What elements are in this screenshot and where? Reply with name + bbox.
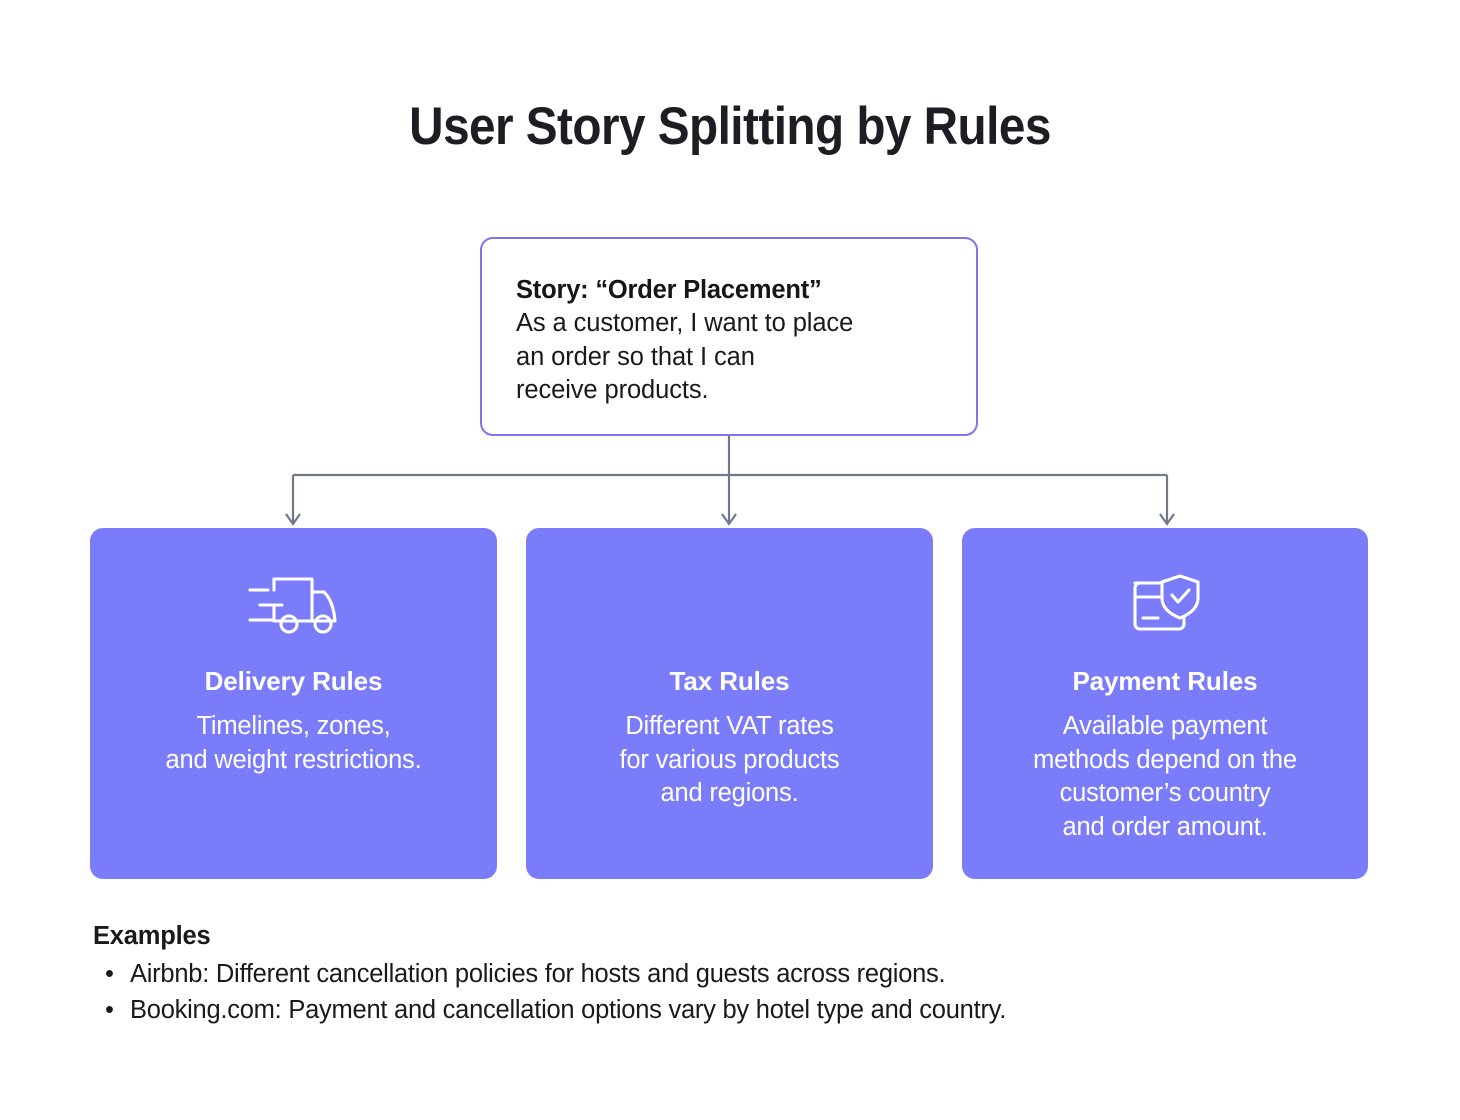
story-line-1: As a customer, I want to place [516, 309, 854, 337]
tax-card-title: Tax Rules [669, 666, 790, 696]
tax-card-desc: Different VAT rates for various products… [542, 710, 917, 811]
arrowhead-tax-icon [721, 513, 737, 526]
connector-lines [285, 436, 1175, 526]
tax-desc-line-3: and regions. [660, 779, 799, 807]
examples-label: Examples [93, 922, 211, 950]
story-line-2: an order so that I can [516, 342, 755, 371]
bullet-icon: • [105, 960, 114, 988]
rule-card-tax[interactable]: Tax Rules Different VAT rates for variou… [526, 528, 933, 879]
payment-card-shield-icon [962, 570, 1368, 640]
rule-card-payment[interactable]: Payment Rules Available payment methods … [962, 528, 1368, 879]
payment-card-body: Payment Rules Available payment methods … [962, 664, 1368, 844]
examples-list-item: • Airbnb: Different cancellation policie… [93, 956, 1393, 992]
delivery-card-body: Delivery Rules Timelines, zones, and wei… [90, 664, 497, 777]
tax-desc-line-2: for various products [619, 745, 840, 774]
payment-desc-line-2: methods depend on the [1033, 745, 1297, 774]
examples-item-text: Booking.com: Payment and cancellation op… [130, 996, 1007, 1024]
payment-desc-line-3: customer’s country [1059, 779, 1271, 807]
delivery-desc-line-2: and weight restrictions. [165, 745, 422, 774]
arrowhead-payment-icon [1159, 513, 1175, 526]
payment-card-desc: Available payment methods depend on the … [978, 710, 1352, 844]
tax-desc-line-1: Different VAT rates [625, 712, 834, 740]
story-box: Story: “Order Placement” As a customer, … [480, 237, 978, 436]
arrowhead-delivery-icon [285, 513, 301, 526]
bullet-icon: • [105, 996, 114, 1024]
examples-list-item: • Booking.com: Payment and cancellation … [93, 992, 1393, 1028]
delivery-desc-line-1: Timelines, zones, [196, 712, 391, 740]
examples-list: • Airbnb: Different cancellation policie… [93, 956, 1393, 1028]
story-heading: Story: “Order Placement” [516, 276, 822, 304]
payment-desc-line-4: and order amount. [1062, 812, 1268, 841]
delivery-truck-icon [90, 570, 497, 640]
page-title: User Story Splitting by Rules [409, 97, 1051, 156]
payment-card-title: Payment Rules [1072, 666, 1258, 696]
rule-card-delivery[interactable]: Delivery Rules Timelines, zones, and wei… [90, 528, 497, 879]
examples-section: Examples • Airbnb: Different cancellatio… [93, 920, 1393, 1028]
delivery-card-desc: Timelines, zones, and weight restriction… [106, 710, 481, 777]
delivery-card-title: Delivery Rules [204, 666, 383, 696]
payment-desc-line-1: Available payment [1062, 712, 1268, 740]
tax-card-body: Tax Rules Different VAT rates for variou… [526, 664, 933, 811]
story-line-3: receive products. [516, 376, 709, 404]
story-box-content: Story: “Order Placement” As a customer, … [516, 273, 958, 408]
examples-item-text: Airbnb: Different cancellation policies … [130, 960, 946, 988]
